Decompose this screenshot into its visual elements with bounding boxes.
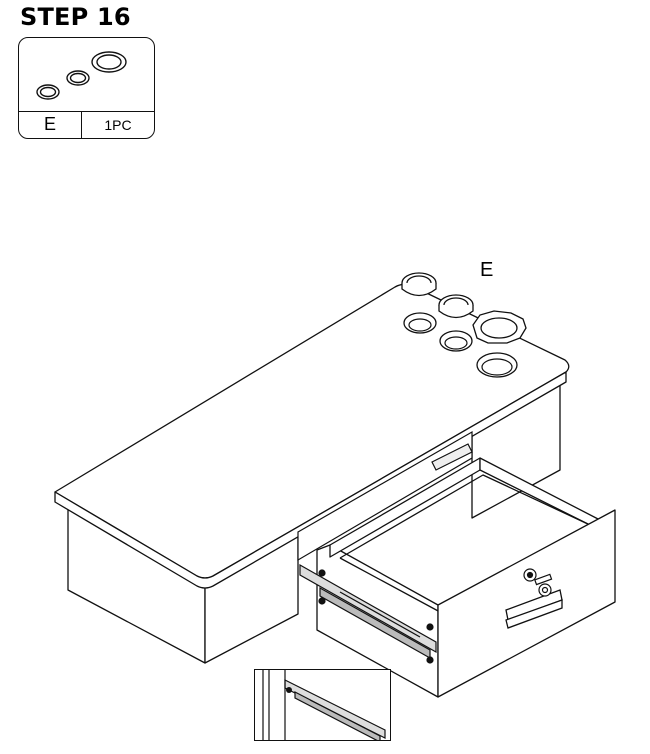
part-letter: E xyxy=(19,112,82,138)
part-callout-label: E xyxy=(480,259,494,281)
drawer-lock-key xyxy=(523,568,553,597)
parts-table-row: E 1PC xyxy=(19,111,154,138)
desktop-front-edge xyxy=(54,371,567,589)
desktop-grommet-holes xyxy=(403,312,518,378)
parts-box: E 1PC xyxy=(18,37,155,139)
drawer-slide-upper xyxy=(431,443,473,471)
part-quantity: 1PC xyxy=(104,117,132,133)
drawer-slide-detail-icon xyxy=(254,669,391,741)
grommet-hole xyxy=(403,312,437,334)
grommet-rings-icon xyxy=(19,38,154,112)
grommet-hole xyxy=(439,330,473,352)
drawer-slide-left xyxy=(299,563,437,664)
drawer-opening xyxy=(297,430,473,562)
grommet-hole xyxy=(476,352,518,378)
grommet-rings-e xyxy=(401,272,527,344)
step-title: STEP 16 xyxy=(20,3,131,31)
drawer-handle xyxy=(505,589,563,629)
